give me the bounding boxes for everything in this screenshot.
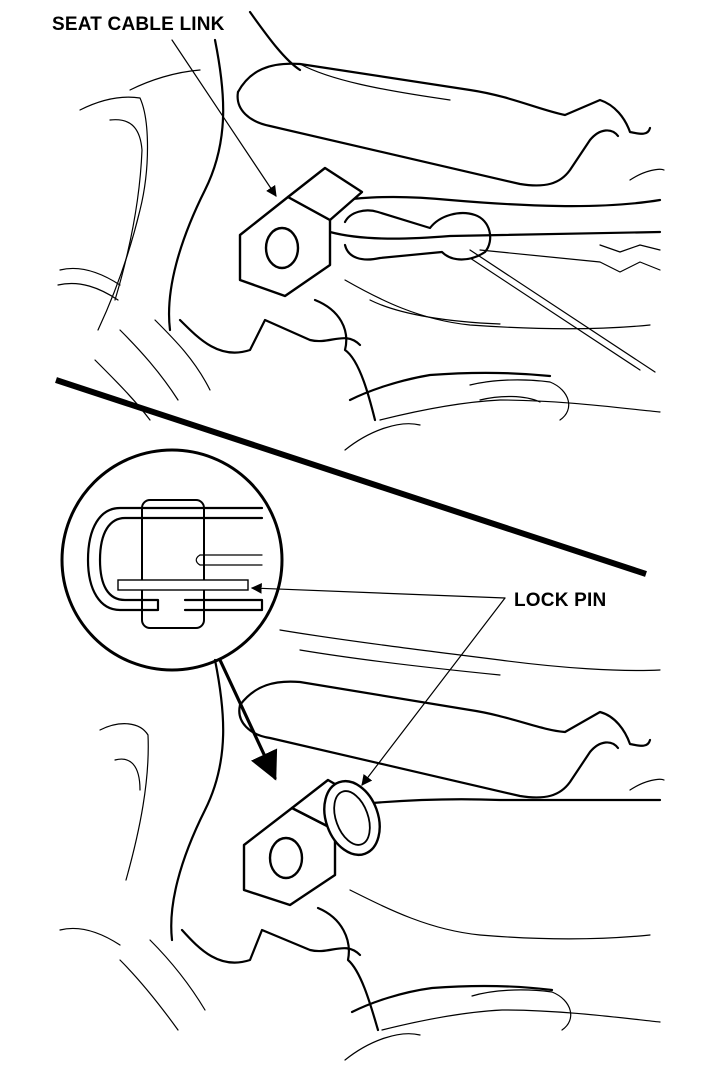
lock-pin-detail-circle — [60, 448, 284, 672]
seat-cable-link-label: SEAT CABLE LINK — [52, 14, 225, 35]
seat-cable-link-block — [238, 166, 364, 298]
lock-pin-pointer-detail — [250, 582, 506, 599]
detail-arrow — [218, 658, 278, 781]
panel-divider — [55, 377, 647, 577]
bottom-panel-illustration — [59, 629, 665, 1061]
top-panel-illustration — [57, 10, 665, 451]
lock-pin-assembly — [242, 778, 381, 907]
lock-pin-pointer-assembly — [361, 597, 506, 786]
lock-pin-label: LOCK PIN — [514, 590, 607, 611]
seat-cable-link-pointer — [171, 39, 277, 197]
